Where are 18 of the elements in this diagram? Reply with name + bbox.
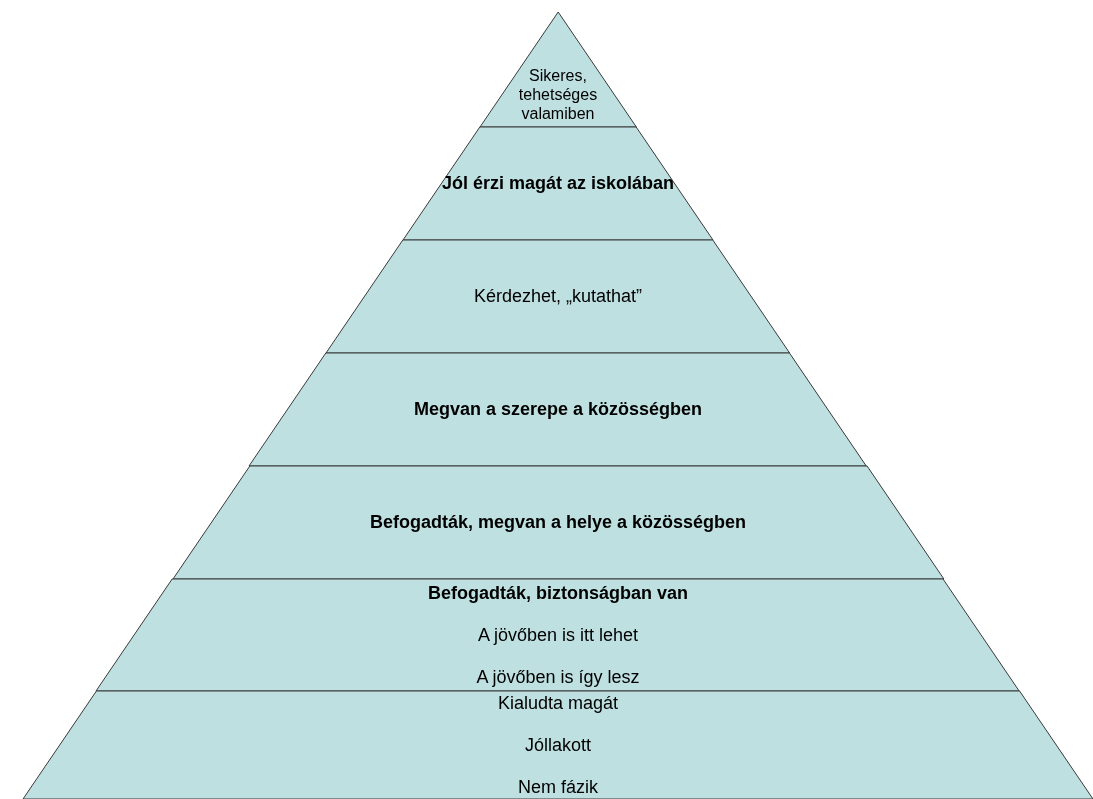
level-label: Jóllakott [524,734,591,756]
pyramid-level [249,353,867,466]
level-label: A jövőben is így lesz [476,666,640,688]
level-label: Sikeres, tehetséges valamiben [517,66,599,123]
pyramid-level [172,466,944,579]
pyramid-level [23,691,1093,799]
level-label: Megvan a szerepe a közösségben [413,399,703,420]
level-label: Kialudta magát [497,692,619,714]
level-label: Befogadták, megvan a helye a közösségben [369,512,747,533]
level-label: Kérdezhet, „kutathat” [473,286,643,307]
pyramid-level [479,12,637,127]
pyramid-level [326,240,790,353]
level-label: Jól érzi magát az iskolában [441,173,675,194]
pyramid-level [403,127,713,240]
pyramid-level [96,579,1020,691]
level-label: Nem fázik [518,776,598,798]
level-label: A jövőben is itt lehet [477,624,639,646]
level-label: Befogadták, biztonságban van [427,582,688,604]
